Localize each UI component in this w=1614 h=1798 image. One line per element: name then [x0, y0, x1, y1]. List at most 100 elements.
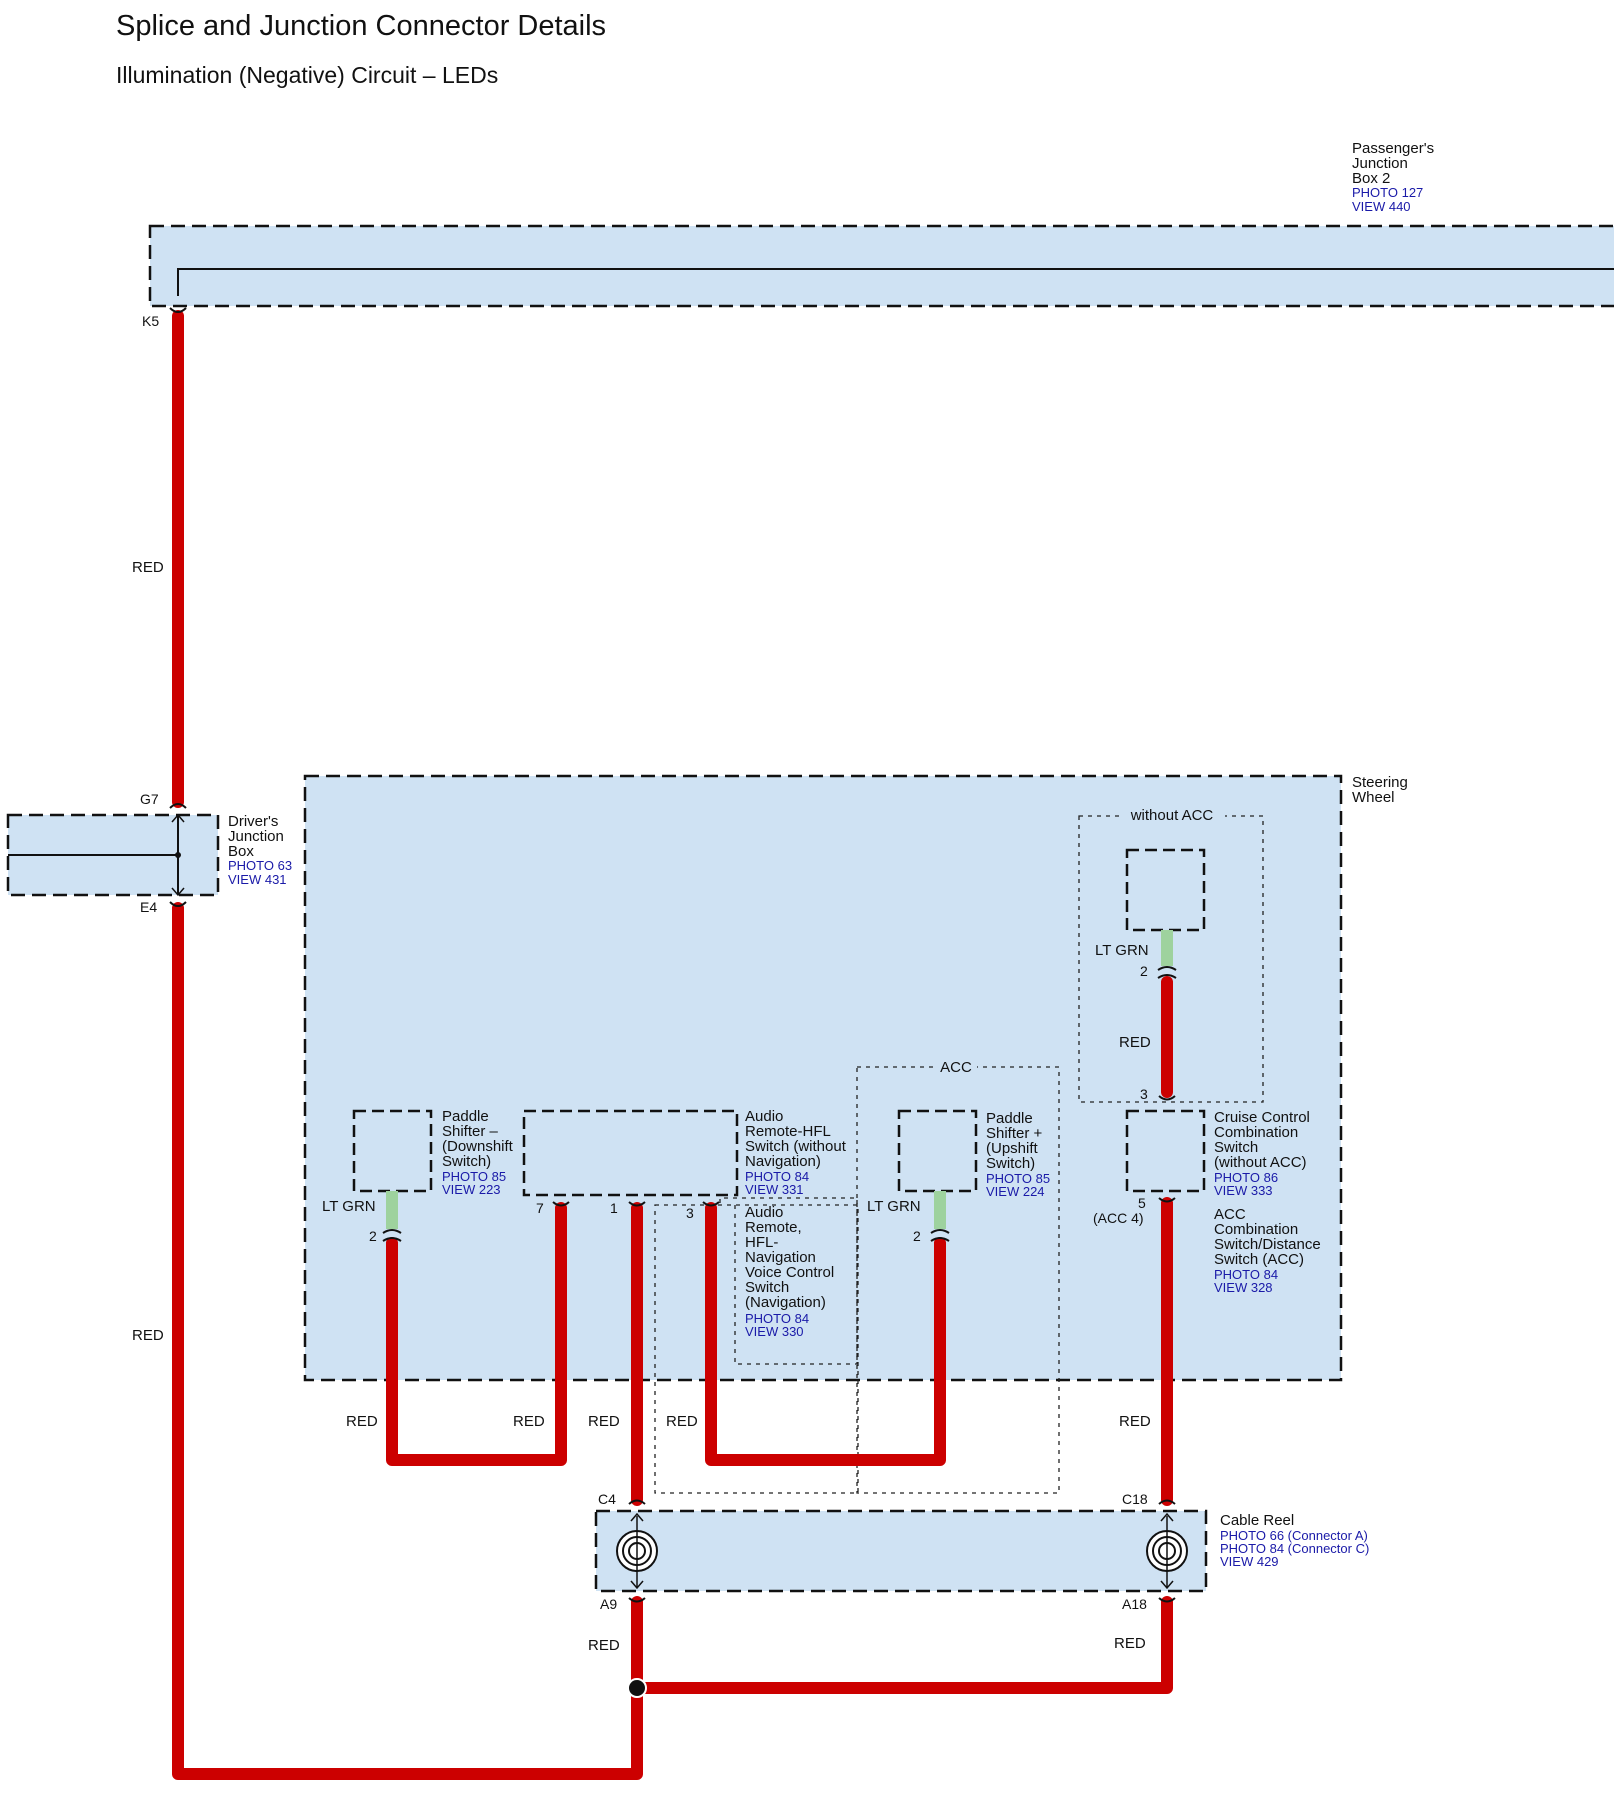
paddle-upshift-photo: PHOTO 85 — [986, 1171, 1050, 1186]
terminal-c4 — [628, 1499, 646, 1505]
terminal-g7 — [169, 803, 187, 809]
cable-reel-body — [594, 1509, 1208, 1593]
acc-combination-name-3: Switch/Distance — [1214, 1236, 1321, 1253]
terminal-without-acc-3 — [1158, 1095, 1176, 1101]
audio-remote-name-2: Remote-HFL — [745, 1123, 831, 1140]
without-acc-pin-bottom: 3 — [1140, 1086, 1148, 1102]
terminal-a9 — [628, 1597, 646, 1603]
paddle-upshift-name-3: (Upshift — [986, 1140, 1039, 1157]
audio-remote-name-3: Switch (without — [745, 1138, 847, 1155]
audio-remote-name-1: Audio — [745, 1108, 783, 1125]
pin-a18: A18 — [1122, 1596, 1147, 1612]
acc-combination-name-2: Combination — [1214, 1221, 1298, 1238]
terminal-audio-3 — [702, 1201, 720, 1207]
cruise-control-name-1: Cruise Control — [1214, 1109, 1310, 1126]
acc-combination-name-1: ACC — [1214, 1206, 1246, 1223]
paddle-upshift-wire-color: LT GRN — [867, 1198, 921, 1215]
cable-reel-view: VIEW 429 — [1220, 1554, 1279, 1569]
wire-label-downshift-loop: RED — [346, 1413, 378, 1430]
drivers-junction-box-node — [175, 852, 181, 858]
audio-remote-nav-name-4: Navigation — [745, 1249, 816, 1266]
steering-wheel-name-1: Steering — [1352, 774, 1408, 791]
cruise-control-name-3: Switch — [1214, 1139, 1258, 1156]
pin-k5: K5 — [142, 313, 159, 329]
cruise-control-name-4: (without ACC) — [1214, 1154, 1307, 1171]
without-acc-wire-red: RED — [1119, 1034, 1151, 1051]
terminal-without-acc-2 — [1157, 966, 1177, 979]
wire-downshift-loop — [386, 1202, 567, 1466]
page-title: Splice and Junction Connector Details — [116, 10, 606, 42]
paddle-downshift-pin: 2 — [369, 1228, 377, 1244]
without-acc-label: without ACC — [1130, 807, 1214, 824]
drivers-junction-box-name-3: Box — [228, 843, 254, 860]
without-acc-labels: LT GRN 2 RED 3 — [1095, 942, 1151, 1102]
cruise-control-photo: PHOTO 86 — [1214, 1170, 1278, 1185]
paddle-upshift-name-4: Switch) — [986, 1155, 1035, 1172]
cable-reel-coil-right — [1146, 1512, 1188, 1590]
acc-combination-labels: ACC Combination Switch/Distance Switch (… — [1214, 1206, 1321, 1295]
drivers-junction-box-name-2: Junction — [228, 828, 284, 845]
paddle-downshift-name-3: (Downshift — [442, 1138, 514, 1155]
pin-c18: C18 — [1122, 1491, 1148, 1507]
without-acc-pin-top: 2 — [1140, 963, 1148, 979]
audio-remote-nav-name-1: Audio — [745, 1204, 783, 1221]
pin-e4: E4 — [140, 899, 157, 915]
cruise-control-pin-alt: (ACC 4) — [1093, 1210, 1144, 1226]
terminal-a18 — [1158, 1597, 1176, 1603]
audio-remote-switch-box — [522, 1109, 739, 1197]
acc-combination-view: VIEW 328 — [1214, 1280, 1273, 1295]
paddle-upshift-name-2: Shifter + — [986, 1125, 1043, 1142]
terminal-audio-1 — [628, 1201, 646, 1207]
paddle-upshift-labels: Paddle Shifter + (Upshift Switch) PHOTO … — [867, 1110, 1050, 1244]
wire-label-e4: RED — [132, 1327, 164, 1344]
passenger-junction-box-name-2: Junction — [1352, 155, 1408, 172]
cruise-control-pin: 5 — [1138, 1195, 1146, 1211]
audio-remote-nav-name-3: HFL- — [745, 1234, 778, 1251]
paddle-downshift-view: VIEW 223 — [442, 1182, 501, 1197]
audio-remote-photo: PHOTO 84 — [745, 1169, 809, 1184]
paddle-downshift-name-1: Paddle — [442, 1108, 489, 1125]
splice-point — [627, 1678, 647, 1698]
wire-label-pin1-c4: RED — [588, 1413, 620, 1430]
paddle-upshift-pin: 2 — [913, 1228, 921, 1244]
passenger-junction-box-internal-line — [177, 268, 1614, 296]
drivers-junction-box-arrows — [171, 813, 185, 897]
steering-wheel-name-2: Wheel — [1352, 789, 1395, 806]
paddle-upshift-switch-box — [897, 1109, 978, 1193]
paddle-downshift-wire-color: LT GRN — [322, 1198, 376, 1215]
cable-reel-photo-c: PHOTO 84 (Connector C) — [1220, 1541, 1369, 1556]
passenger-junction-box-name-1: Passenger's — [1352, 140, 1434, 157]
acc-label-bg — [935, 1058, 977, 1076]
pin-a9: A9 — [600, 1596, 617, 1612]
wire-label-pin7-loop: RED — [513, 1413, 545, 1430]
terminal-cruise-5 — [1158, 1197, 1176, 1203]
paddle-downshift-name-4: Switch) — [442, 1153, 491, 1170]
cruise-control-view: VIEW 333 — [1214, 1183, 1273, 1198]
cruise-control-labels: Cruise Control Combination Switch (witho… — [1093, 1109, 1310, 1226]
wire-color-labels: RED RED RED RED RED RED RED RED RED — [132, 559, 1151, 1654]
acc-combination-photo: PHOTO 84 — [1214, 1267, 1278, 1282]
wire-label-cruise-c18: RED — [1119, 1413, 1151, 1430]
cable-reel-photo-a: PHOTO 66 (Connector A) — [1220, 1528, 1368, 1543]
audio-remote-nav-photo: PHOTO 84 — [745, 1311, 809, 1326]
audio-remote-pin-1: 1 — [610, 1200, 618, 1216]
cable-reel-name: Cable Reel — [1220, 1512, 1294, 1529]
cruise-control-name-2: Combination — [1214, 1124, 1298, 1141]
drivers-junction-box: Driver's Junction Box PHOTO 63 VIEW 431 … — [6, 791, 292, 915]
terminal-upshift-2 — [930, 1229, 950, 1242]
terminal-c18 — [1158, 1499, 1176, 1505]
terminal-k5 — [169, 307, 187, 313]
paddle-upshift-view: VIEW 224 — [986, 1184, 1045, 1199]
pin3-group-outline — [654, 1204, 859, 1494]
paddle-upshift-name-1: Paddle — [986, 1110, 1033, 1127]
terminal-e4 — [169, 901, 187, 907]
paddle-downshift-labels: Paddle Shifter – (Downshift Switch) PHOT… — [322, 1108, 514, 1244]
without-acc-wire-color: LT GRN — [1095, 942, 1149, 959]
passenger-junction-box-body — [148, 224, 1614, 308]
terminal-audio-7 — [552, 1201, 570, 1207]
audio-remote-name-4: Navigation) — [745, 1153, 821, 1170]
without-acc-component-box — [1125, 848, 1206, 932]
paddle-downshift-photo: PHOTO 85 — [442, 1169, 506, 1184]
wire-label-a18: RED — [1114, 1635, 1146, 1652]
